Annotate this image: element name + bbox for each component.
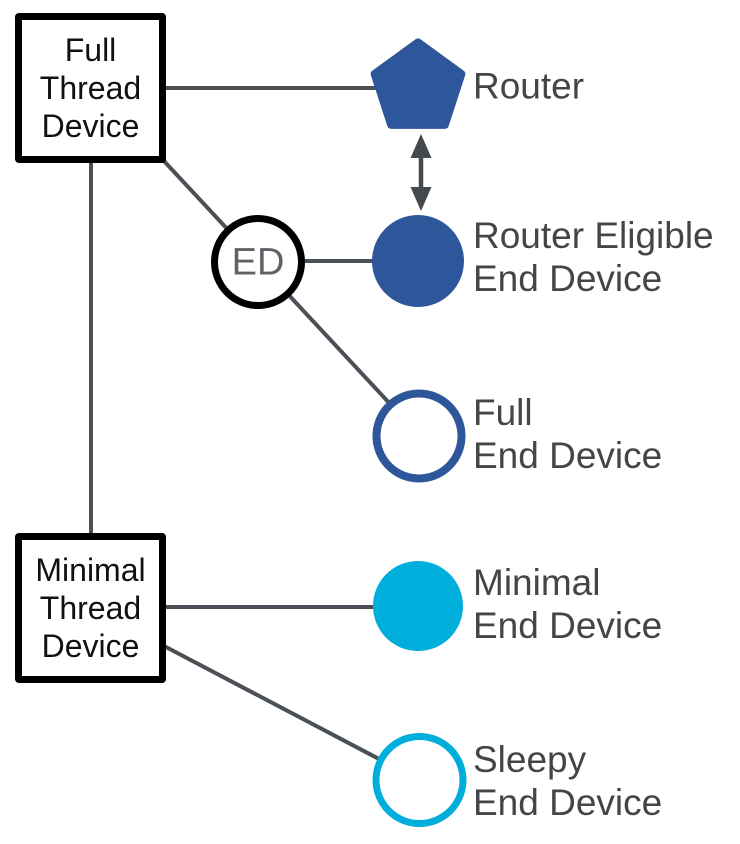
ed-badge-circle-icon [211,215,305,309]
fed-outlined-circle-icon [372,389,466,483]
sed-label: Sleepy End Device [473,738,662,824]
bidirectional-arrow-icon [410,134,432,211]
box-text-line: Minimal [35,552,146,588]
med-label: Minimal End Device [473,561,662,647]
box-text-line: Device [41,628,140,664]
edge-mtd-sed-line [163,644,420,782]
label-line: Full [473,392,533,433]
minimal-thread-device-box: Minimal Thread Device [15,533,166,683]
arrow-head-down [410,187,432,211]
box-text-line: Thread [39,590,142,626]
router-pentagon-icon [370,38,466,129]
sed-outlined-circle-icon [372,733,467,827]
fed-label: Full End Device [473,391,662,477]
box-text-line: Thread [39,70,142,106]
label-line: End Device [473,782,663,823]
ed-badge-text: ED [231,241,285,284]
label-line: End Device [473,258,663,299]
router-label: Router [473,65,584,108]
arrow-head-up [410,134,432,158]
box-text-line: Device [41,108,140,144]
label-line: Sleepy [473,739,587,780]
reed-label: Router Eligible End Device [473,214,714,300]
box-text-line: Full [64,32,117,68]
full-thread-device-box: Full Thread Device [15,13,166,163]
label-line: Router [473,65,585,107]
med-filled-circle-icon [373,561,463,651]
label-line: End Device [473,605,663,646]
label-line: End Device [473,435,663,476]
label-line: Router Eligible [473,215,714,256]
label-line: Minimal [473,562,601,603]
reed-filled-circle-icon [372,215,464,307]
